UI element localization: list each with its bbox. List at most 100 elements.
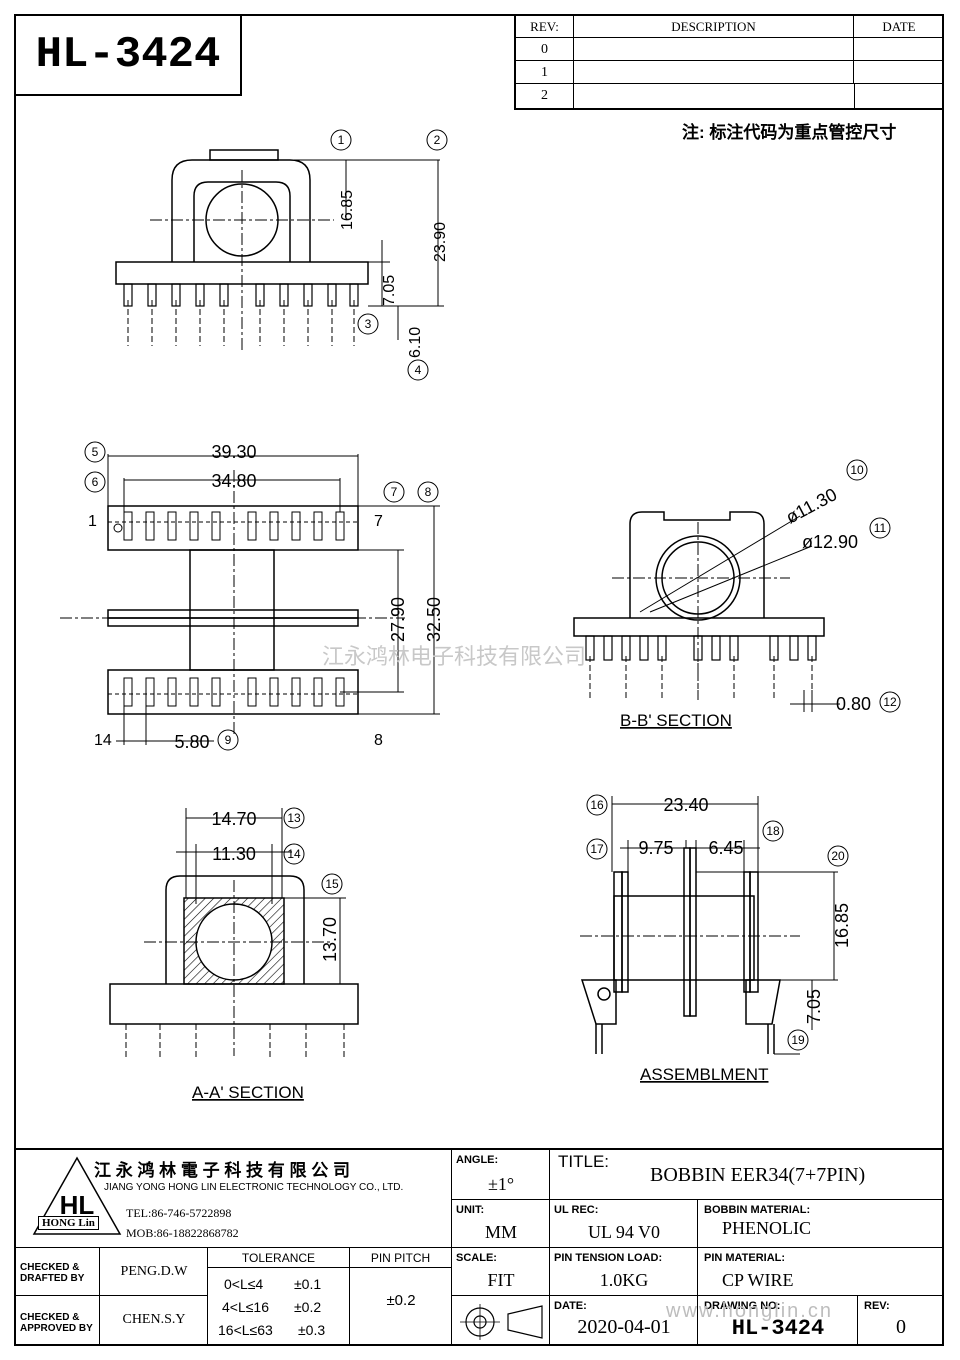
callout-3: 3 — [365, 317, 372, 331]
callout-20: 20 — [831, 849, 845, 863]
top-dim-34-80: 34.80 — [211, 471, 256, 491]
tol-range-3: 16<L≤63 — [218, 1322, 273, 1338]
bb-dim-11-30: ø11.30 — [782, 484, 840, 527]
company-tel: TEL:86-746-5722898 — [126, 1206, 232, 1220]
front-view — [115, 149, 444, 352]
bb-section-title: B-B' SECTION — [620, 711, 732, 730]
company-name-cn: 江 永 鸿 林 電 子 科 技 有 限 公 司 — [94, 1161, 350, 1180]
projection-cell — [452, 1296, 550, 1346]
unit-label: UNIT: — [456, 1204, 485, 1216]
asm-dim-7-05: 7.05 — [804, 989, 824, 1024]
callout-4: 4 — [415, 363, 422, 377]
pin-label-14: 14 — [94, 732, 112, 749]
pin-material-cell: PIN MATERIAL: CP WIRE — [698, 1248, 944, 1296]
approved-by: CHEN.S.Y — [122, 1312, 186, 1327]
drafted-by-cell: PENG.D.W — [100, 1248, 208, 1296]
pin-pitch-header: PIN PITCH — [350, 1248, 452, 1268]
top-dim-39-30: 39.30 — [211, 442, 256, 462]
scale-cell: SCALE: FIT — [452, 1248, 550, 1296]
part-number-box: HL-3424 — [16, 16, 242, 96]
date-cell: DATE: 2020-04-01 — [550, 1296, 698, 1346]
logo-text: HONG Lin — [38, 1216, 99, 1230]
drawing-no-cell: DRAWING NO: HL-3424 — [698, 1296, 858, 1346]
angle-cell: ANGLE: ±1° — [452, 1150, 550, 1200]
aa-dim-11-30: 11.30 — [212, 844, 256, 864]
callout-14: 14 — [287, 847, 301, 861]
rev-cell: REV: 0 — [858, 1296, 944, 1346]
front-dim-16-85: 16.85 — [339, 190, 356, 230]
asm-dim-6-45: 6.45 — [708, 838, 743, 858]
aa-dim-13-70: 13.70 — [320, 917, 340, 962]
front-dim-6-10: 6.10 — [407, 327, 424, 358]
tension-label: PIN TENSION LOAD: — [554, 1252, 663, 1264]
drafted-by: PENG.D.W — [120, 1264, 188, 1279]
scale-label: SCALE: — [456, 1252, 497, 1264]
tolerance-header: TOLERANCE — [208, 1248, 350, 1268]
callout-10: 10 — [850, 463, 864, 477]
callout-16: 16 — [590, 798, 604, 812]
date-header: DATE — [854, 16, 944, 38]
title-block: HL HONG Lin 江 永 鸿 林 電 子 科 技 有 限 公 司 JIAN… — [16, 1148, 944, 1346]
asm-dim-16-85: 16.85 — [832, 903, 852, 948]
material-label: BOBBIN MATERIAL: — [704, 1204, 811, 1216]
scale-value: FIT — [487, 1270, 515, 1290]
pin-pitch-body: ±0.2 — [350, 1268, 452, 1346]
date-label: DATE: — [554, 1300, 587, 1312]
drawing-no-value: HL-3424 — [731, 1316, 825, 1341]
callout-12: 12 — [883, 695, 897, 709]
tol-value-2: ±0.2 — [294, 1299, 322, 1315]
assembly-view — [580, 796, 838, 1055]
callout-13: 13 — [287, 811, 301, 825]
callout-19: 19 — [791, 1033, 805, 1047]
pin-label-8: 8 — [374, 732, 383, 749]
aa-dim-14-70: 14.70 — [211, 809, 256, 829]
drawing-no-label: DRAWING NO: — [704, 1300, 781, 1312]
part-number: HL-3424 — [35, 30, 221, 80]
asm-dim-23-40: 23.40 — [663, 795, 708, 815]
callout-8: 8 — [425, 485, 432, 499]
title-label: TITLE: — [558, 1152, 610, 1171]
bb-dim-0-80: 0.80 — [836, 694, 871, 714]
angle-value: ±1° — [487, 1174, 515, 1194]
rev-label: REV: — [864, 1300, 890, 1312]
material-value: PHENOLIC — [722, 1218, 811, 1238]
callout-18: 18 — [766, 824, 780, 838]
front-dim-7-05: 7.05 — [381, 275, 398, 306]
tol-value-1: ±0.1 — [294, 1276, 322, 1292]
top-dim-27-90: 27.90 — [388, 597, 408, 642]
ul-cell: UL REC: UL 94 V0 — [550, 1200, 698, 1248]
approved-by-cell: CHEN.S.Y — [100, 1296, 208, 1346]
angle-label: ANGLE: — [456, 1154, 499, 1166]
callout-9: 9 — [225, 733, 232, 747]
tol-value-3: ±0.3 — [298, 1322, 326, 1338]
unit-value: MM — [484, 1222, 517, 1242]
callout-11: 11 — [874, 521, 887, 535]
drawing-frame — [14, 14, 944, 1346]
assembly-title: ASSEMBLMENT — [640, 1065, 768, 1084]
watermark: 江永鸿林电子科技有限公司 — [322, 644, 586, 669]
company-mob: MOB:86-18822868782 — [126, 1226, 239, 1240]
callout-5: 5 — [92, 445, 99, 459]
bb-section-view — [573, 511, 840, 712]
drafted-label-cell: CHECKED & DRAFTED BY — [16, 1248, 100, 1296]
tension-value: 1.0KG — [599, 1270, 649, 1290]
rev-row-2: 2 — [516, 84, 574, 108]
callout-17: 17 — [590, 842, 604, 856]
revision-table: REV: DESCRIPTION DATE 0 1 2 — [514, 16, 944, 110]
ul-value: UL 94 V0 — [588, 1222, 660, 1242]
description-header: DESCRIPTION — [574, 16, 854, 38]
title-cell: TITLE: BOBBIN EER34(7+7PIN) — [550, 1150, 944, 1200]
top-dim-32-50: 32.50 — [424, 597, 444, 642]
material-cell: BOBBIN MATERIAL: PHENOLIC — [698, 1200, 944, 1248]
approved-label-cell: CHECKED & APPROVED BY — [16, 1296, 100, 1346]
company-name-en: JIANG YONG HONG LIN ELECTRONIC TECHNOLOG… — [104, 1182, 404, 1193]
rev-header: REV: — [516, 16, 574, 38]
control-note: 注: 标注代码为重点管控尺寸 — [682, 123, 897, 142]
pin-material-label: PIN MATERIAL: — [704, 1252, 786, 1264]
aa-section-title: A-A' SECTION — [192, 1083, 304, 1102]
title-value: BOBBIN EER34(7+7PIN) — [650, 1164, 866, 1186]
tol-range-1: 0<L≤4 — [224, 1276, 264, 1292]
projection-symbol-icon — [460, 1304, 543, 1340]
rev-value: 0 — [896, 1316, 906, 1338]
pin-pitch-value: ±0.2 — [386, 1292, 416, 1309]
